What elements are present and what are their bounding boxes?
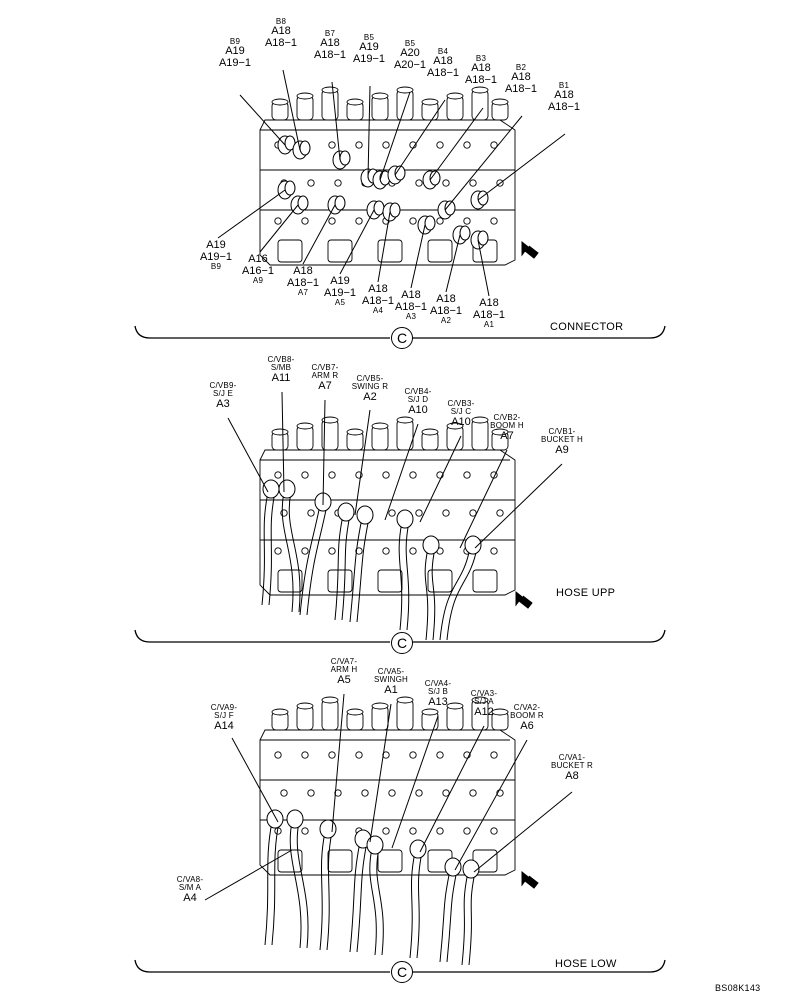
direction-arrow-connector	[521, 240, 539, 259]
label-a7: A18 A18−1 A7	[286, 265, 320, 298]
leader-hose-upp	[419, 435, 462, 523]
leader-hose-upp	[384, 423, 419, 521]
label-vb1: C/VB1- BUCKET H A9	[541, 427, 583, 456]
label-va9: C/VA9- S/J F A14	[210, 703, 238, 732]
label-vb3: C/VB3- S/J C A10	[447, 399, 475, 428]
label-b5-b: B5 A20 A20−1	[393, 39, 427, 71]
leader-connector	[302, 204, 336, 265]
leader-connector	[217, 189, 286, 239]
hose-upp-line	[261, 479, 280, 606]
circle-marker-hose-upp: C	[391, 632, 413, 654]
bracket-connector	[134, 325, 666, 339]
leader-hose-upp	[354, 409, 371, 516]
hose-upp-line	[439, 535, 482, 641]
label-a3: A18 A18−1 A3	[394, 289, 428, 322]
leader-connector	[379, 91, 411, 181]
hose-upp-line	[422, 535, 440, 641]
leader-connector	[339, 209, 375, 275]
leader-hose-low	[419, 725, 485, 853]
leader-hose-upp	[322, 399, 326, 506]
leader-hose-low	[331, 693, 345, 833]
leader-connector	[410, 224, 426, 289]
leader-hose-upp	[281, 391, 285, 493]
circle-marker-connector: C	[391, 327, 413, 349]
label-b4: B4 A18 A18−1	[426, 47, 460, 79]
hose-upp-line	[396, 509, 414, 631]
label-vb2: C/VB2- BOOM H A7	[490, 413, 524, 442]
hose-low-line	[461, 859, 480, 966]
label-vb7: C/VB7- ARM R A7	[311, 363, 339, 392]
label-va4: C/VA4- S/J B A13	[424, 679, 452, 708]
label-va1: C/VA1- BUCKET R A8	[551, 753, 593, 782]
reference-code: BS08K143	[715, 983, 761, 993]
hose-upp-line	[349, 505, 374, 623]
section-title-hose-low: HOSE LOW	[555, 958, 617, 970]
leader-hose-upp	[474, 463, 563, 549]
label-vb8: C/VB8- S/MB A11	[267, 355, 295, 384]
label-b1: B1 A18 A18−1	[547, 81, 581, 113]
hose-upp-line	[299, 492, 332, 616]
label-b2: B2 A18 A18−1	[504, 63, 538, 95]
leader-connector	[429, 107, 484, 181]
direction-arrow-hose-low	[521, 870, 539, 889]
label-va5: C/VA5- SWINGH A1	[373, 667, 409, 696]
leader-connector	[445, 234, 461, 293]
leader-hose-low	[231, 737, 279, 823]
label-va7: C/VA7- ARM H A5	[330, 657, 358, 686]
hose-upp-line	[278, 479, 301, 613]
label-va3: C/VA3- S/J A A12	[470, 689, 498, 718]
hose-low-line	[409, 839, 427, 959]
label-a5: A19 A19−1 A5	[323, 275, 357, 308]
label-b9: B9 A19 A19−1	[218, 37, 252, 69]
hose-low-line	[439, 857, 462, 963]
section-title-connector: CONNECTOR	[550, 321, 624, 333]
label-b7: B7 A18 A18−1	[313, 29, 347, 61]
direction-arrow-hose-upp	[515, 590, 533, 609]
leader-hose-low	[454, 739, 528, 871]
hose-low-line	[286, 809, 309, 949]
label-b5: B5 A19 A19−1	[352, 33, 386, 65]
circle-marker-hose-low: C	[391, 961, 413, 983]
label-va2: C/VA2- BOOM R A6	[510, 703, 544, 732]
leader-hose-low	[391, 715, 439, 849]
section-title-hose-upp: HOSE UPP	[556, 587, 616, 599]
hose-upp-line	[334, 502, 355, 621]
leader-connector	[394, 99, 446, 176]
leader-connector	[477, 133, 566, 201]
label-a9: A16 A16−1 A9	[241, 253, 275, 286]
bracket-hose-upp	[134, 629, 666, 643]
leader-hose-low	[204, 849, 293, 901]
label-a1: A18 A18−1 A1	[472, 297, 506, 330]
leader-connector	[239, 94, 286, 146]
bracket-hose-low	[134, 959, 666, 973]
label-vb5: C/VB5- SWING R A2	[351, 374, 389, 403]
leader-hose-low	[369, 703, 392, 843]
leader-connector	[444, 115, 523, 211]
hose-low-line	[319, 819, 337, 951]
label-a9a: A19 A19−1 B9	[199, 239, 233, 272]
leader-connector	[331, 81, 341, 161]
label-b3: B3 A18 A18−1	[464, 54, 498, 86]
label-va8: C/VA8- S/M A A4	[176, 875, 204, 904]
label-vb4: C/VB4- S/J D A10	[404, 387, 432, 416]
valve-block-connector	[259, 86, 516, 266]
label-b8: B8 A18 A18−1	[264, 17, 298, 49]
leader-connector	[477, 239, 490, 297]
label-vb9: C/VB9- S/J E A3	[209, 381, 237, 410]
leader-connector	[259, 204, 299, 253]
leader-hose-upp	[459, 449, 508, 549]
leader-hose-upp	[227, 417, 269, 493]
leader-connector	[282, 69, 301, 151]
hose-low-line	[366, 835, 384, 956]
leader-connector	[377, 211, 391, 283]
label-a2: A18 A18−1 A2	[429, 293, 463, 326]
leader-connector	[367, 85, 371, 179]
fitting-connector	[332, 150, 351, 170]
label-a4: A18 A18−1 A4	[361, 283, 395, 316]
leader-hose-low	[473, 791, 573, 873]
hose-low-line	[264, 809, 284, 946]
